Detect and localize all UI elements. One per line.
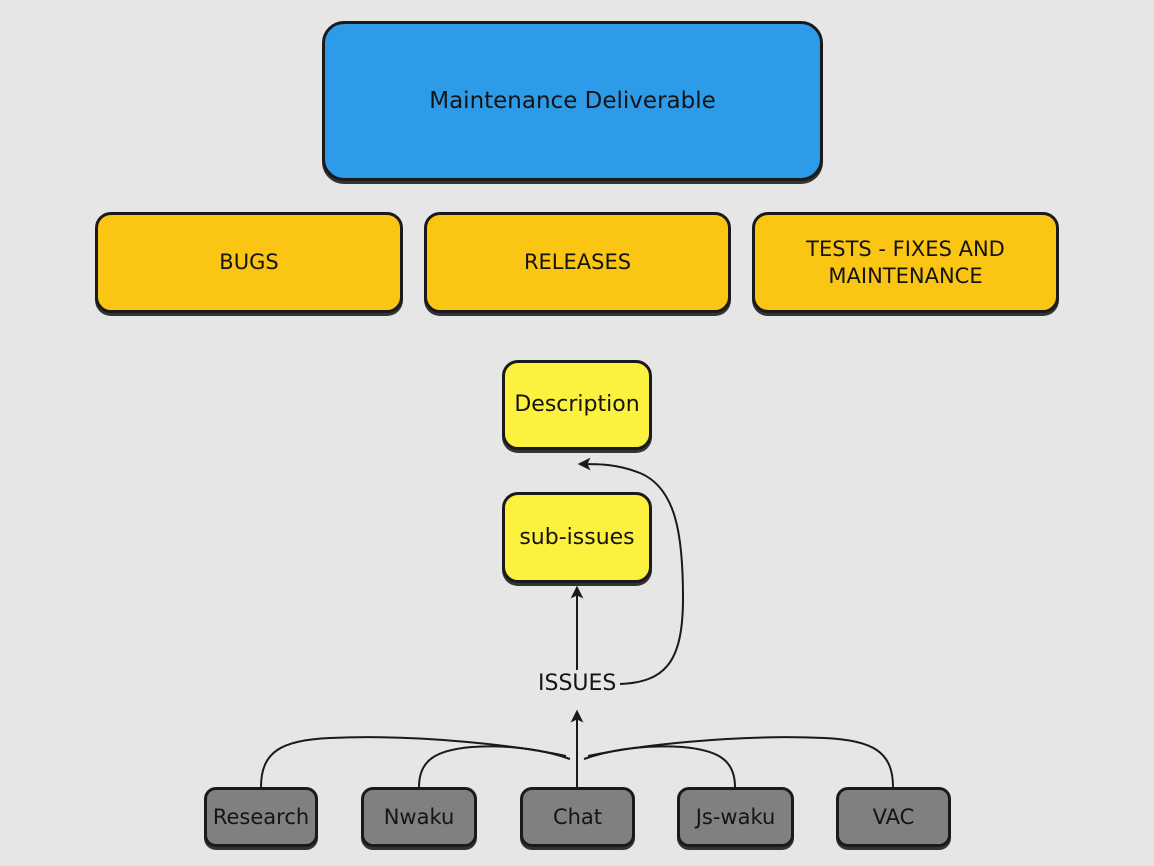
node-label: Maintenance Deliverable: [429, 87, 716, 114]
node-label: Chat: [552, 804, 603, 829]
edge-nwaku-to-issues: [418, 745, 571, 788]
node-label: TESTS - FIXES AND MAINTENANCE: [806, 237, 1005, 288]
node-maintenance-deliverable[interactable]: Maintenance Deliverable: [322, 21, 823, 181]
edge-research-to-issues: [260, 736, 567, 788]
node-label: Description: [514, 392, 640, 418]
node-sub-issues[interactable]: sub-issues: [502, 492, 652, 583]
node-js-waku[interactable]: Js-waku: [677, 787, 794, 847]
node-releases[interactable]: RELEASES: [424, 212, 731, 313]
edge-jswaku-to-issues: [583, 745, 736, 788]
node-label: BUGS: [219, 250, 279, 275]
node-tests-fixes-and-maintenance[interactable]: TESTS - FIXES AND MAINTENANCE: [752, 212, 1059, 313]
node-label: sub-issues: [519, 524, 635, 550]
node-nwaku[interactable]: Nwaku: [361, 787, 477, 847]
node-label: Js-waku: [695, 804, 776, 829]
node-vac[interactable]: VAC: [836, 787, 951, 847]
node-description[interactable]: Description: [502, 360, 652, 450]
node-chat[interactable]: Chat: [520, 787, 635, 847]
edge-vac-to-issues: [587, 736, 894, 788]
node-bugs[interactable]: BUGS: [95, 212, 403, 313]
node-label: RELEASES: [523, 250, 632, 275]
node-label: Research: [212, 804, 310, 829]
node-research[interactable]: Research: [204, 787, 318, 847]
node-label: VAC: [872, 804, 915, 829]
node-label: Nwaku: [383, 804, 455, 829]
edge-label-issues: ISSUES: [535, 671, 620, 696]
